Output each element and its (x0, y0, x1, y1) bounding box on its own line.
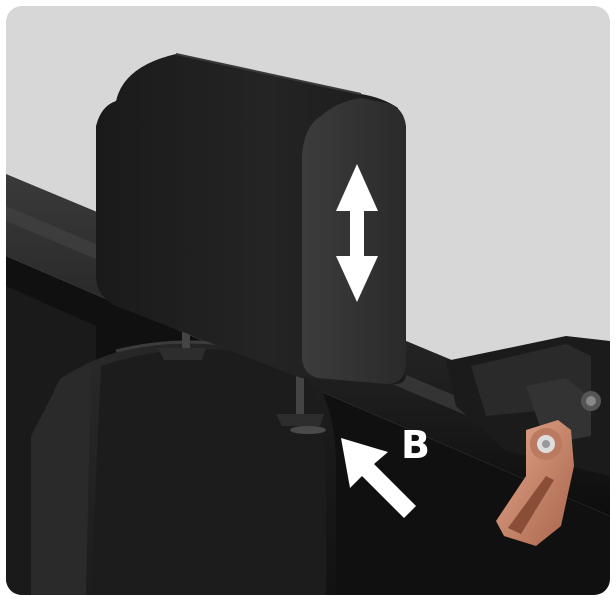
headrest-illustration (6, 6, 610, 595)
illustration-frame: B (6, 6, 610, 595)
seat-back (31, 340, 336, 595)
callout-label-b: B (401, 426, 430, 464)
